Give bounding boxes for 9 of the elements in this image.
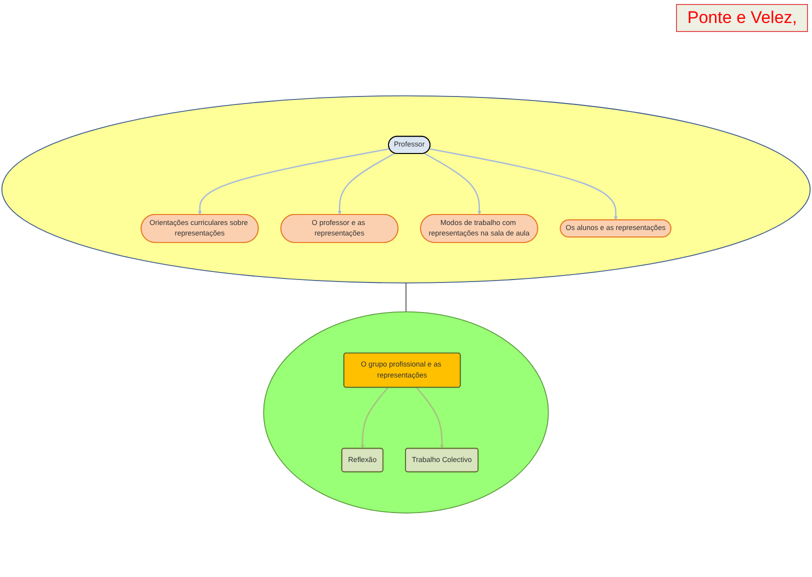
arrow: [198, 148, 390, 215]
arrow: [416, 387, 444, 449]
arrow: [424, 152, 482, 215]
arrow: [338, 152, 396, 215]
citation-label: Ponte e Velez,: [676, 4, 808, 32]
cluster: [1, 95, 811, 284]
arrow: [360, 387, 388, 449]
cluster: [263, 311, 549, 514]
arrow: [429, 148, 618, 220]
